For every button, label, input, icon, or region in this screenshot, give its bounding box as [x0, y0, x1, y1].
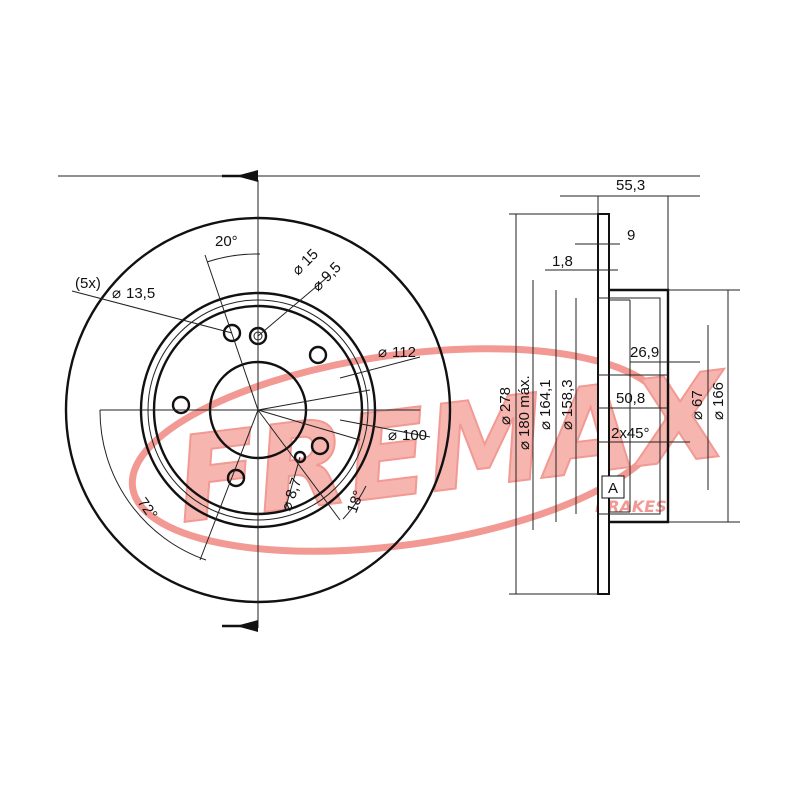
- datum-label: A: [608, 480, 618, 497]
- angle-bottom-right-label: 18°: [344, 488, 368, 515]
- diameter-symbol: ⌀: [388, 427, 397, 444]
- bolt-count-label: (5x): [75, 275, 101, 292]
- chamfer-label: 2x45°: [611, 425, 650, 442]
- disc-thickness-label: 9: [627, 227, 635, 244]
- small-hole-label: 8,7: [282, 476, 305, 501]
- bolt-hole: [310, 436, 330, 456]
- leader-pilot: [257, 274, 331, 337]
- pcd-inner-label: 100: [402, 427, 427, 444]
- diameter-hat-label: 164,1: [537, 379, 554, 417]
- leader-small-hole: [284, 456, 301, 511]
- offset-label: 1,8: [552, 253, 573, 270]
- leader-pcd-112: [339, 356, 421, 379]
- pcd-outer-label: 112: [392, 344, 416, 361]
- watermark-brand: FREMAX: [169, 345, 738, 550]
- front-view: 20° (5x) ⌀ 13,5 ⌀ 15 ⌀ 9,5 ⌀ 112 ⌀ 100 ⌀…: [58, 170, 700, 632]
- angle-arc-bottom-right: [342, 485, 367, 520]
- hub-diameter-label: 166: [710, 382, 727, 407]
- diameter-symbol: ⌀: [516, 441, 533, 450]
- bolt-hole: [308, 345, 328, 365]
- construction-line: [257, 409, 361, 441]
- diameter-symbol: ⌀: [537, 421, 554, 430]
- overall-height-label: 55,3: [616, 177, 645, 194]
- datum-box: [601, 475, 625, 499]
- hat-depth-label: 26,9: [630, 344, 659, 361]
- disc-plate: [597, 213, 610, 595]
- watermark-sub: BRAKES: [595, 497, 667, 516]
- hub-depth-label: 50,8: [616, 390, 645, 407]
- construction-line: [257, 389, 371, 411]
- side-view: A 55,3 9 1,8 26,9 50,8 2x45° ⌀ 278 ⌀ 180…: [497, 177, 740, 595]
- diameter-symbol: ⌀: [710, 411, 727, 420]
- diameter-outer-label: 278: [497, 387, 514, 412]
- pilot-outer-label: 15: [298, 246, 322, 270]
- bolt-hole: [226, 468, 246, 488]
- diameter-hat-inner-label: 158,3: [559, 379, 576, 417]
- construction-line: [199, 409, 259, 561]
- bolt-hole-label: 13,5: [126, 285, 155, 302]
- bolt-hole: [171, 395, 191, 415]
- angle-arc-top: [206, 253, 261, 263]
- angle-top-label: 20°: [215, 233, 238, 250]
- diameter-friction-label: 180 máx.: [516, 375, 533, 437]
- bolt-hole: [222, 323, 242, 343]
- leader-bolt-hole: [71, 290, 233, 334]
- small-hole: [293, 450, 307, 464]
- angle-arc-bottom-left: [99, 409, 207, 561]
- diameter-symbol: ⌀: [689, 411, 706, 420]
- diameter-symbol: ⌀: [378, 344, 387, 361]
- construction-line: [257, 409, 341, 521]
- leader-pcd-100: [339, 419, 431, 438]
- hat-profile: [609, 288, 670, 524]
- diameter-symbol: ⌀: [497, 416, 514, 425]
- hat-inner-profile: [598, 297, 661, 515]
- diameter-symbol: ⌀: [112, 285, 121, 302]
- diameter-symbol: ⌀: [559, 421, 576, 430]
- center-bore-label: 67: [689, 390, 706, 407]
